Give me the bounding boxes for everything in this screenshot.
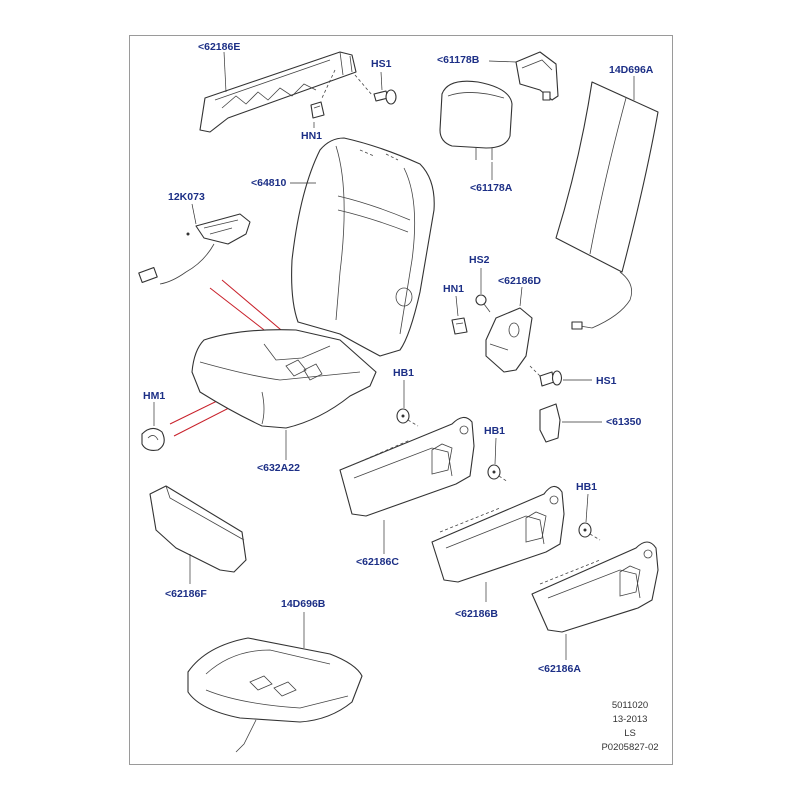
part-62186A-side-trim[interactable]	[531, 541, 659, 633]
screw-HS1-top[interactable]	[373, 89, 397, 105]
part-14D696B-cushion-heater-mat[interactable]	[187, 637, 363, 753]
label-HB1-c: HB1	[576, 481, 598, 493]
leader-HN1-mid	[455, 295, 459, 317]
label-HB1-b: HB1	[484, 425, 506, 437]
leader-12K073	[191, 203, 197, 225]
part-632A22-cushion-cover[interactable]	[191, 329, 377, 429]
label-632A22: <632A22	[257, 462, 300, 474]
label-HS2: HS2	[469, 254, 490, 266]
label-62186A: <62186A	[538, 663, 581, 675]
label-61350: <61350	[606, 416, 642, 428]
screw-HS1-mid[interactable]	[529, 365, 563, 387]
part-12K073-harness[interactable]	[138, 213, 251, 285]
part-61350-trim-cap[interactable]	[539, 403, 561, 443]
label-14D696B: 14D696B	[281, 598, 326, 610]
part-14D696A-back-heater-mat[interactable]	[555, 81, 659, 330]
ref-number: 5011020	[611, 700, 649, 711]
leader-HB1-b	[494, 437, 497, 465]
label-HN1-mid: HN1	[443, 283, 465, 295]
leader-61178B	[488, 60, 517, 63]
label-HN1-top: HN1	[301, 130, 323, 142]
part-61178A-headrest[interactable]	[439, 80, 513, 160]
part-62186F-pad[interactable]	[149, 485, 247, 573]
leader-62186D	[519, 286, 523, 307]
label-HS1-mid: HS1	[596, 375, 617, 387]
diagram-frame	[129, 35, 673, 765]
part-62186C-side-trim[interactable]	[339, 416, 475, 517]
part-62186B-side-trim[interactable]	[431, 485, 565, 583]
label-61178A: <61178A	[470, 182, 513, 194]
part-64810-seat-back-cover[interactable]	[291, 137, 435, 357]
clip-HM1[interactable]	[141, 427, 165, 451]
label-64810: <64810	[251, 177, 287, 189]
label-62186F: <62186F	[165, 588, 207, 600]
ref-illustration-id: P0205827-02	[601, 742, 659, 753]
ref-code: LS	[624, 728, 636, 739]
bushing-HB1-a[interactable]	[396, 408, 419, 427]
label-61178B: <61178B	[437, 54, 480, 66]
nut-HN1-mid[interactable]	[451, 317, 468, 335]
label-14D696A: 14D696A	[609, 64, 654, 76]
screw-HS2[interactable]	[475, 294, 491, 313]
leader-HS1-top	[380, 71, 383, 91]
label-HS1-top: HS1	[371, 58, 392, 70]
label-62186B: <62186B	[455, 608, 498, 620]
part-62186E-trim-panel[interactable]	[199, 51, 373, 133]
label-HB1-a: HB1	[393, 367, 415, 379]
part-62186D-bracket[interactable]	[485, 307, 533, 373]
bushing-HB1-b[interactable]	[487, 464, 509, 483]
nut-HN1-top[interactable]	[310, 101, 325, 119]
label-12K073: 12K073	[168, 191, 205, 203]
part-61178B-headrest-guide[interactable]	[515, 51, 559, 101]
leader-62186E	[223, 51, 227, 93]
label-62186D: <62186D	[498, 275, 541, 287]
label-HM1: HM1	[143, 390, 166, 402]
bushing-HB1-c[interactable]	[578, 522, 601, 541]
leader-HB1-c	[585, 493, 589, 523]
ref-date: 13-2013	[612, 714, 648, 725]
label-62186E: <62186E	[198, 41, 241, 53]
label-62186C: <62186C	[356, 556, 399, 568]
